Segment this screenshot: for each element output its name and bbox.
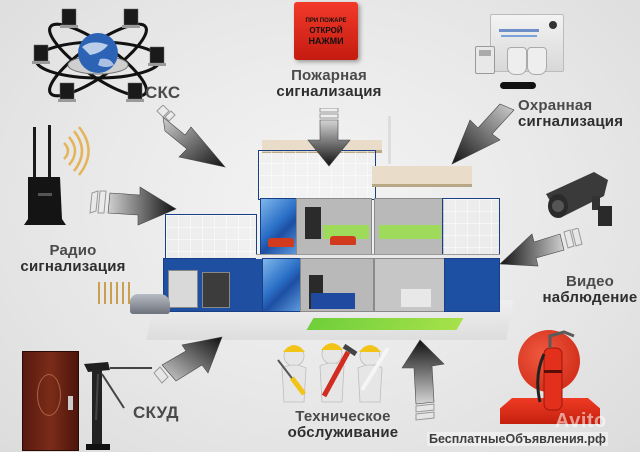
fire-alarm-device-text: ПРИ ПОЖАРЕ ОТКРОЙ НАЖМИ: [305, 18, 347, 46]
arrow-fire-extinguishing: [401, 339, 445, 421]
right-glass-lower: [444, 258, 500, 312]
arrow-radio-alarm: [89, 186, 177, 226]
annex-glass: [165, 214, 257, 262]
roof-right: [372, 166, 472, 187]
avito-logo: Avito: [555, 410, 607, 432]
lobby-glass: [262, 258, 302, 312]
antenna: [388, 116, 391, 164]
turnstile-icon: [84, 362, 152, 450]
right-glass-upper: [442, 198, 500, 256]
arrow-video-surveillance: [499, 228, 583, 267]
room-lounge: [296, 198, 372, 256]
arrow-sks: [156, 105, 226, 168]
label-sks: СКС: [145, 83, 181, 102]
garage-door-1: [168, 270, 198, 308]
network-globe-icon: [32, 8, 166, 102]
keypad-icon: [475, 46, 495, 74]
label-radio-alarm: Радио сигнализация: [20, 242, 126, 275]
label-maintenance: Техническое обслуживание: [287, 408, 399, 441]
fire-extinguisher-icon: [536, 330, 575, 411]
room-security-post: [374, 258, 446, 312]
label-video-surveillance: Видео наблюдение: [542, 273, 638, 306]
sofa-2: [330, 236, 356, 245]
room-reception: [300, 258, 374, 312]
stair-glass: [260, 198, 298, 256]
workers-tools-icon: [277, 343, 390, 403]
security-alarm-panel-icon: [490, 14, 564, 75]
label-fire-alarm: Пожарная сигнализация: [276, 67, 382, 100]
arrow-security-alarm: [451, 103, 515, 165]
key-fob-icon: [500, 82, 536, 89]
label-access-control: СКУД: [133, 403, 179, 422]
garage-door-2: [202, 272, 230, 308]
lawn: [306, 318, 464, 330]
room-office: [374, 198, 444, 256]
car-icon: [130, 294, 170, 314]
door-icon: [22, 351, 79, 451]
sofa-1: [268, 238, 294, 247]
radio-transmitter-icon: [24, 125, 90, 225]
cctv-camera-icon: [546, 172, 612, 226]
fence: [98, 282, 134, 304]
arrow-access-control: [153, 336, 223, 384]
label-security-alarm: Охранная сигнализация: [518, 97, 624, 130]
floor-slab: [256, 254, 500, 259]
watermark-text: БесплатныеОбъявления.рф: [427, 432, 608, 446]
arrow-fire-alarm: [307, 108, 351, 167]
fire-alarm-button-icon: ПРИ ПОЖАРЕ ОТКРОЙ НАЖМИ: [294, 2, 358, 60]
